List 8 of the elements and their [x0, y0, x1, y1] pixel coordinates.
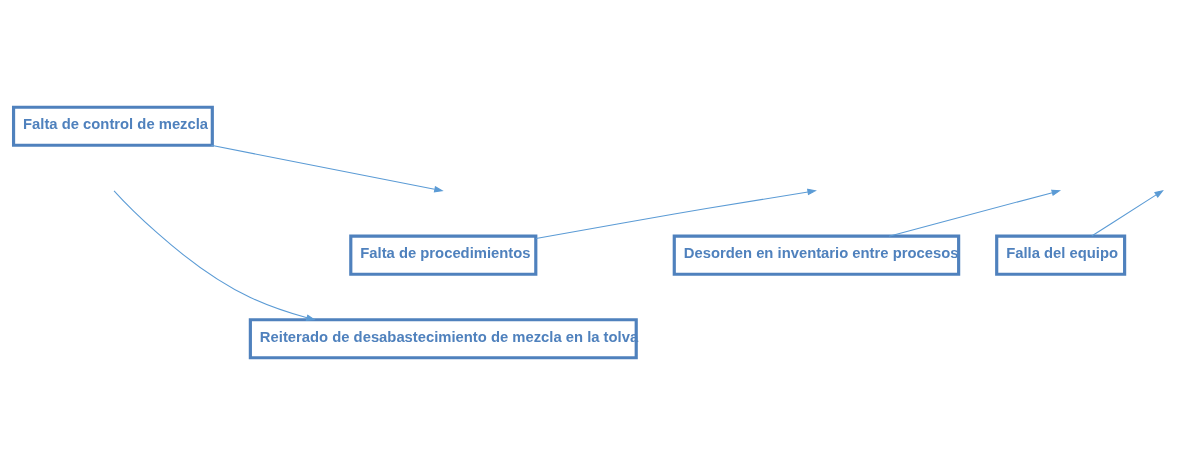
- node-box: Falta de control de mezcla: [11, 105, 214, 147]
- node-box: Falla del equipo: [995, 234, 1127, 276]
- arrow: [888, 189, 1062, 237]
- node-box: Falta de procedimientos: [349, 234, 538, 276]
- arrow: [1091, 189, 1164, 237]
- arrow: [535, 188, 817, 239]
- arrow: [210, 144, 444, 193]
- arrow: [113, 190, 316, 321]
